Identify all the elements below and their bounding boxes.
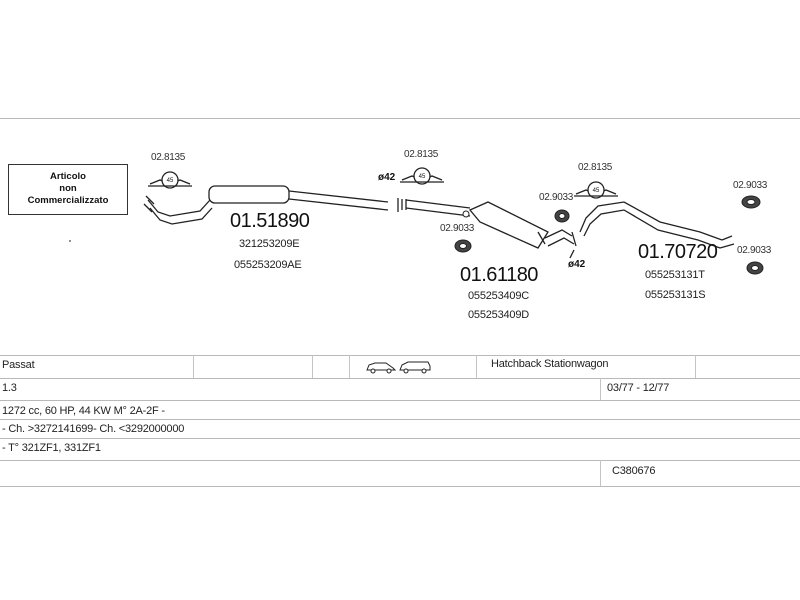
stationwagon-icon	[399, 361, 431, 371]
car-body-icons	[366, 361, 431, 374]
clamp-symbol-1	[148, 171, 192, 189]
clamp-label-2[interactable]: 02.8135	[404, 149, 439, 160]
clamp-symbol-3	[574, 181, 618, 199]
front-downpipe	[147, 199, 211, 217]
engine-spec: 1272 cc, 60 HP, 44 KW M° 2A-2F -	[2, 405, 165, 417]
notice-line-1: Articolo	[50, 171, 86, 182]
notice-line-2: non	[59, 183, 77, 194]
hatchback-icon	[366, 362, 397, 371]
table-row-line-1	[0, 355, 800, 356]
hanger-symbol-3	[741, 195, 761, 209]
table-row-line-2	[0, 378, 800, 379]
diameter-label-1: ø42	[378, 172, 396, 183]
hanger-symbol-1	[454, 210, 472, 253]
clamp-symbol-2	[400, 167, 444, 185]
hanger-label-1[interactable]: 02.9033	[440, 223, 475, 234]
table-col-sep-4	[476, 355, 477, 378]
middle-outlet-tip	[571, 231, 577, 247]
diameter-label-2: ø42	[568, 259, 586, 270]
clamp-diameter-3: 45	[593, 188, 600, 194]
table-col-sep-7	[600, 460, 601, 486]
hanger-label-3[interactable]: 02.9033	[733, 180, 768, 191]
clamp-diameter-2: 45	[419, 174, 426, 180]
hanger-symbol-2	[554, 209, 570, 223]
production-period: 03/77 - 12/77	[607, 382, 670, 394]
front-part-number[interactable]: 01.51890	[230, 210, 310, 232]
front-pipe-flange	[143, 195, 155, 213]
rear-ref-2: 055253131S	[645, 289, 706, 301]
middle-muffler	[468, 201, 549, 249]
rear-outlet	[719, 235, 735, 249]
table-col-sep-5	[695, 355, 696, 378]
front-muffler	[208, 185, 290, 204]
front-outlet-pipe	[288, 190, 389, 211]
table-row-line-6	[0, 460, 800, 461]
table-row-line-3	[0, 400, 800, 401]
front-downpipe-lower	[149, 207, 213, 225]
table-row-line-4	[0, 419, 800, 420]
vehicle-type-codes: - T° 321ZF1, 331ZF1	[2, 442, 101, 454]
diameter-mark-2	[569, 249, 575, 259]
notice-line-3: Commercializzato	[27, 195, 109, 206]
catalog-code: C380676	[612, 465, 656, 477]
middle-outlet	[544, 229, 575, 247]
hanger-label-2[interactable]: 02.9033	[539, 192, 574, 203]
table-col-sep-3	[349, 355, 350, 378]
table-row-line-7	[0, 486, 800, 487]
stray-dot	[69, 240, 71, 242]
table-row-line-5	[0, 438, 800, 439]
middle-inlet-pipe	[405, 199, 471, 217]
engine-size: 1.3	[2, 382, 17, 394]
front-ref-1: 321253209E	[239, 238, 300, 250]
exhaust-diagram: 45 45 45	[69, 167, 764, 275]
clamp-diameter-1: 45	[167, 178, 174, 184]
body-types: Hatchback Stationwagon	[491, 358, 609, 370]
middle-ref-1: 055253409C	[468, 290, 530, 302]
rear-ref-1: 055253131T	[645, 269, 705, 281]
middle-inlet-flange	[401, 199, 407, 210]
front-ref-2: 055253209AE	[234, 259, 302, 271]
clamp-label-3[interactable]: 02.8135	[578, 162, 613, 173]
rear-inlet	[579, 201, 723, 249]
hanger-symbol-4	[746, 261, 764, 275]
table-col-sep-6	[600, 378, 601, 400]
hanger-label-4[interactable]: 02.9033	[737, 245, 772, 256]
chassis-range: - Ch. >3272141699- Ch. <3292000000	[2, 423, 185, 435]
middle-ref-2: 055253409D	[468, 309, 530, 321]
middle-muffler-end	[537, 231, 546, 245]
table-col-sep-2	[312, 355, 313, 378]
table-col-sep-1	[193, 355, 194, 378]
rear-part-number[interactable]: 01.70720	[638, 241, 718, 263]
middle-part-number[interactable]: 01.61180	[460, 264, 538, 286]
vehicle-model: Passat	[2, 359, 35, 371]
clamp-label-1[interactable]: 02.8135	[151, 152, 186, 163]
top-divider	[0, 118, 800, 119]
not-for-sale-notice: Articolo non Commercializzato	[8, 164, 128, 215]
